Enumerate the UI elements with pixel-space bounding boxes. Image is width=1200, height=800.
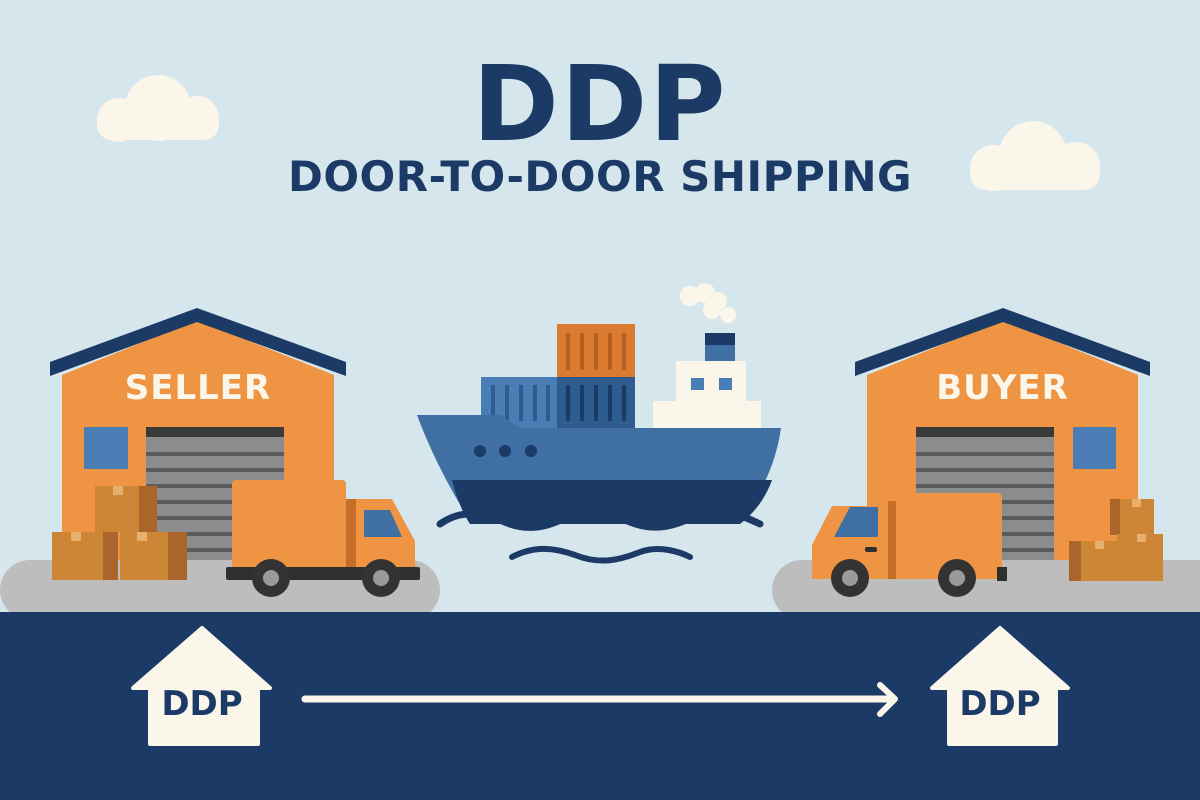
- origin-ddp-label: DDP: [161, 684, 243, 724]
- arrow-right-icon: [301, 682, 898, 717]
- seller-warehouse-icon: [50, 308, 420, 597]
- page-title: DDP: [472, 43, 728, 165]
- buyer-label: BUYER: [936, 368, 1069, 408]
- page-subtitle: DOOR-TO-DOOR SHIPPING: [287, 152, 912, 201]
- origin-house-icon: [131, 626, 272, 746]
- delivery-truck-icon: [226, 480, 420, 597]
- smoke-icon: [680, 283, 736, 323]
- cloud-icon: [970, 121, 1100, 191]
- boxes-icon: [1069, 499, 1163, 581]
- seller-label: SELLER: [124, 368, 272, 408]
- buyer-warehouse-icon: [812, 308, 1163, 597]
- boxes-icon: [52, 486, 187, 580]
- destination-ddp-label: DDP: [959, 684, 1041, 724]
- cloud-icon: [97, 75, 219, 142]
- delivery-truck-icon: [812, 493, 1007, 597]
- destination-house-icon: [930, 626, 1070, 746]
- cargo-ship-icon: [417, 283, 781, 564]
